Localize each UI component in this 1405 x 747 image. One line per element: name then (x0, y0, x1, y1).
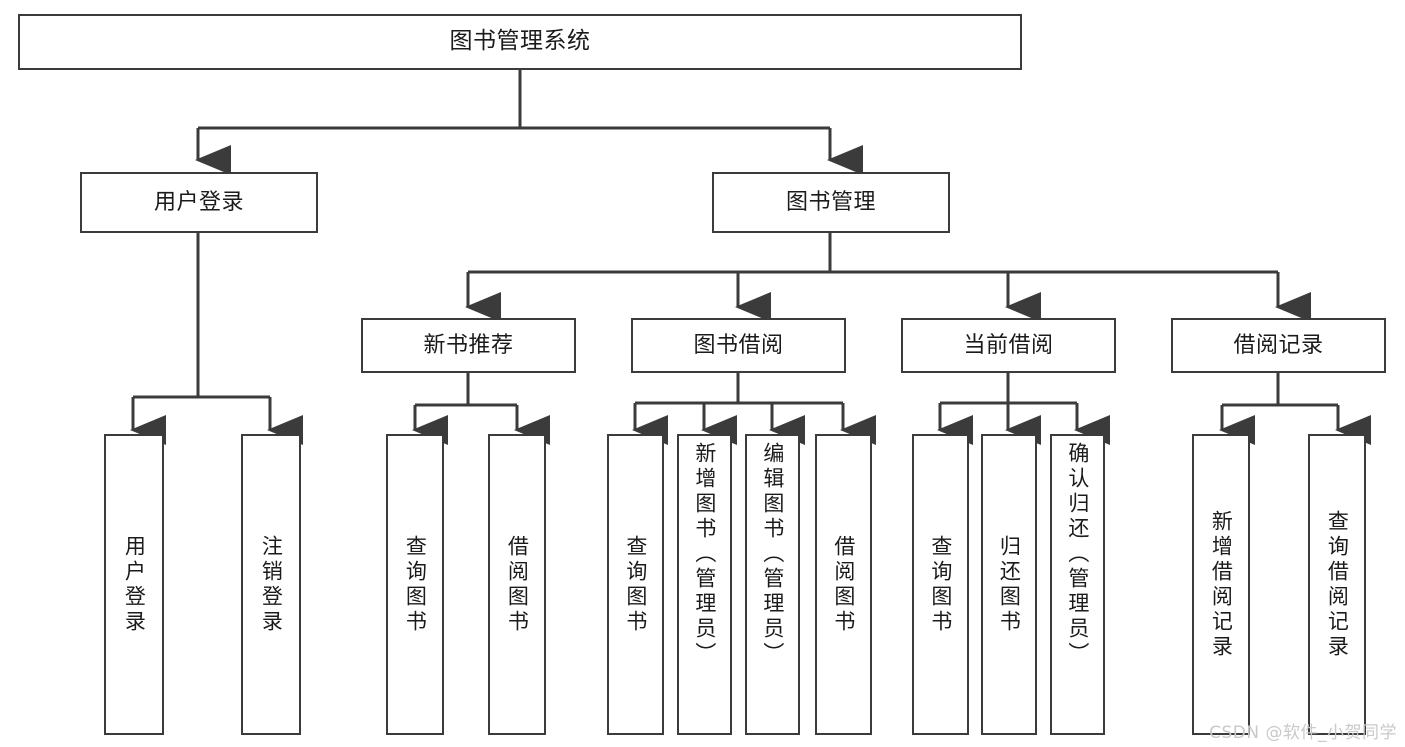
node-leaf-query-book-3[interactable]: 查询图书 (912, 434, 969, 735)
node-leaf-return-book-label: 归还图书 (997, 534, 1022, 635)
node-leaf-confirm-return[interactable]: 确认归还（管理员） (1050, 434, 1105, 735)
node-leaf-query-book-2[interactable]: 查询图书 (607, 434, 664, 735)
node-book-manage[interactable]: 图书管理 (712, 172, 950, 233)
node-leaf-add-record[interactable]: 新增借阅记录 (1192, 434, 1250, 735)
node-leaf-edit-book-label: 编辑图书（管理员） (760, 442, 785, 667)
node-leaf-return-book[interactable]: 归还图书 (981, 434, 1037, 735)
node-leaf-borrow-book-2[interactable]: 借阅图书 (815, 434, 872, 735)
node-leaf-borrow-book-1-label: 借阅图书 (505, 534, 530, 635)
node-leaf-query-book-1-label: 查询图书 (403, 534, 428, 635)
node-leaf-borrow-book-1[interactable]: 借阅图书 (488, 434, 546, 735)
node-leaf-add-record-label: 新增借阅记录 (1209, 509, 1234, 660)
node-book-borrow-label: 图书借阅 (693, 332, 784, 358)
node-root-label: 图书管理系统 (449, 28, 591, 55)
node-leaf-edit-book[interactable]: 编辑图书（管理员） (745, 434, 800, 735)
node-new-book-recommend[interactable]: 新书推荐 (361, 318, 576, 373)
node-current-borrow[interactable]: 当前借阅 (901, 318, 1116, 373)
node-leaf-add-book-label: 新增图书（管理员） (692, 442, 717, 667)
node-leaf-query-book-1[interactable]: 查询图书 (386, 434, 444, 735)
node-leaf-query-record[interactable]: 查询借阅记录 (1308, 434, 1366, 735)
node-leaf-borrow-book-2-label: 借阅图书 (831, 534, 856, 635)
node-borrow-record[interactable]: 借阅记录 (1171, 318, 1386, 373)
watermark: CSDN @软件_小贺同学 (1209, 723, 1397, 743)
node-book-borrow[interactable]: 图书借阅 (631, 318, 846, 373)
node-leaf-confirm-return-label: 确认归还（管理员） (1065, 442, 1090, 667)
node-leaf-query-record-label: 查询借阅记录 (1325, 509, 1350, 660)
node-leaf-logout[interactable]: 注销登录 (241, 434, 301, 735)
node-borrow-record-label: 借阅记录 (1233, 332, 1324, 358)
node-user-login[interactable]: 用户登录 (80, 172, 318, 233)
node-root[interactable]: 图书管理系统 (18, 14, 1022, 70)
node-leaf-logout-label: 注销登录 (259, 534, 284, 635)
node-current-borrow-label: 当前借阅 (963, 332, 1054, 358)
node-user-login-label: 用户登录 (153, 189, 244, 215)
node-leaf-user-login-label: 用户登录 (122, 534, 147, 635)
node-leaf-query-book-3-label: 查询图书 (928, 534, 953, 635)
node-leaf-user-login[interactable]: 用户登录 (104, 434, 164, 735)
node-new-book-recommend-label: 新书推荐 (423, 332, 514, 358)
node-leaf-query-book-2-label: 查询图书 (623, 534, 648, 635)
node-book-manage-label: 图书管理 (785, 189, 876, 215)
node-leaf-add-book[interactable]: 新增图书（管理员） (677, 434, 732, 735)
